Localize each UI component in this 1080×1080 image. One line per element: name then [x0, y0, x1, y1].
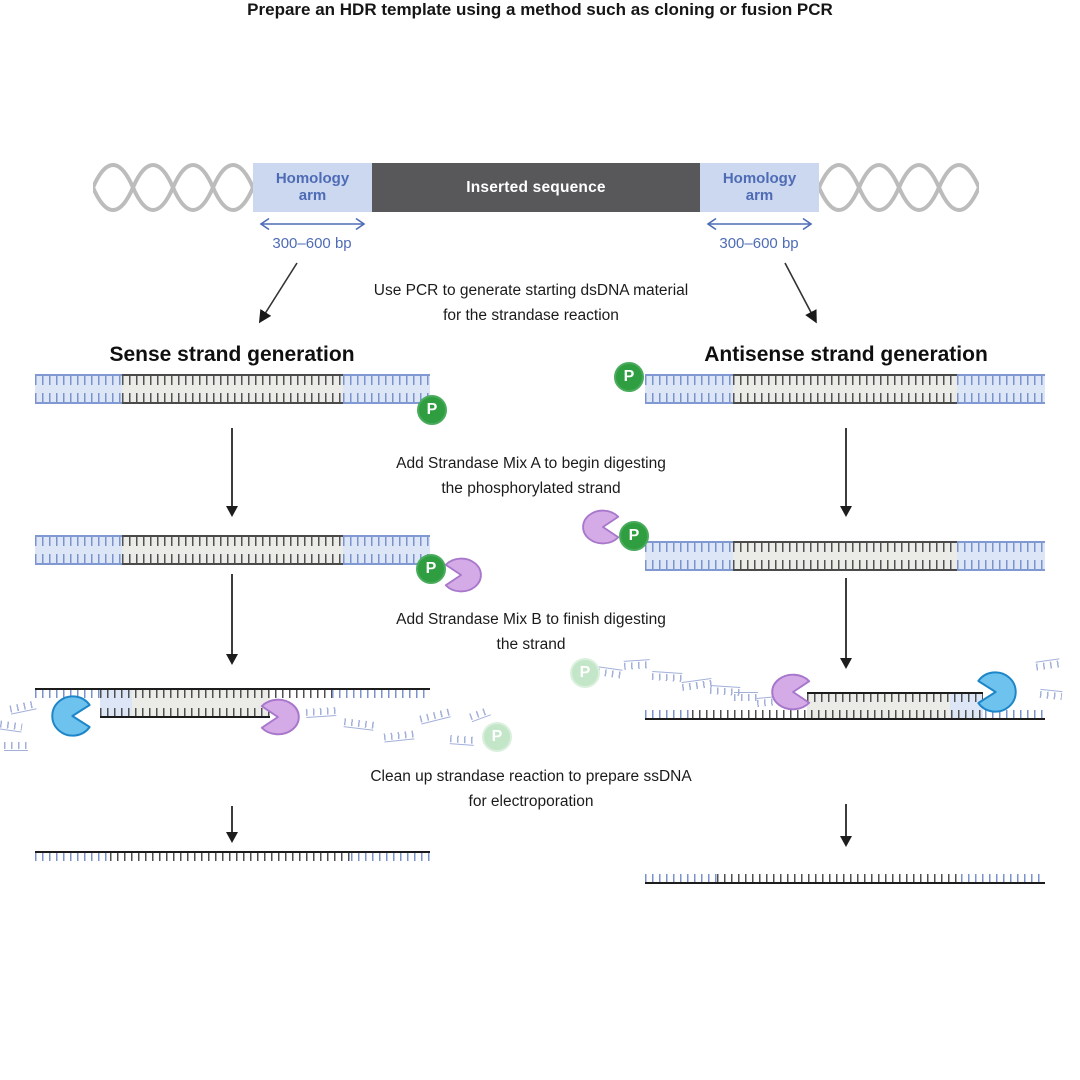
homology-arm-left-label: Homology arm	[275, 169, 350, 204]
insert-segment	[733, 374, 957, 404]
down-arrow	[845, 428, 847, 508]
antisense-ssdna-product	[645, 872, 1045, 884]
digested-fragment	[4, 742, 28, 751]
strandase-a-enzyme-icon	[582, 509, 620, 545]
bp-range-arrow-left-icon	[259, 217, 366, 231]
down-arrow	[845, 804, 847, 838]
digested-fragment	[1039, 688, 1063, 701]
cleanup-step-text: Clean up strandase reaction to prepare s…	[370, 768, 692, 810]
digested-fragment	[0, 720, 23, 733]
sense-top-strand	[35, 688, 100, 700]
bp-range-arrow-right-icon	[706, 217, 813, 231]
homology-arm-left-box: Homology arm	[253, 163, 372, 212]
antisense-bottom-strand	[692, 708, 985, 720]
digested-fragment	[343, 718, 375, 731]
insert-segment	[121, 535, 344, 565]
homology-arm-right-label: Homology arm	[722, 169, 797, 204]
digested-fragment	[449, 735, 475, 746]
strandase-mix-b-text: Add Strandase Mix B to finish digesting …	[396, 611, 666, 653]
homology-arm-segment	[645, 872, 717, 884]
phosphate-badge: P	[614, 362, 644, 392]
digested-fragment	[383, 730, 415, 743]
homology-arm-segment	[957, 541, 1045, 571]
homology-arm-segment	[645, 374, 733, 404]
digested-fragment	[419, 708, 451, 725]
antisense-bottom-strand	[645, 708, 692, 720]
digested-fragment	[469, 706, 491, 723]
digested-fragment	[597, 666, 623, 679]
strandase-a-enzyme-icon	[444, 557, 482, 593]
bp-range-left-label: 300–600 bp	[272, 235, 352, 252]
down-arrow	[231, 428, 233, 508]
digested-fragment	[734, 692, 758, 701]
phosphate-badge-faded: P	[482, 722, 512, 752]
antisense-dsdna-mix-a	[645, 541, 1045, 571]
digested-fragment	[623, 659, 651, 670]
down-arrow	[231, 574, 233, 656]
insert-segment	[733, 541, 957, 571]
antisense-top-strand-remnant	[807, 692, 983, 704]
bp-range-right-label: 300–600 bp	[719, 235, 799, 252]
strandase-mix-a-text: Add Strandase Mix A to begin digesting t…	[396, 455, 666, 497]
homology-arm-segment	[350, 851, 430, 863]
antisense-dsdna-initial	[645, 374, 1045, 404]
dna-helix-right-icon	[819, 163, 979, 212]
homology-arm-segment	[961, 872, 1045, 884]
homology-arm-segment	[645, 541, 733, 571]
strandase-a-enzyme-icon	[771, 673, 811, 711]
antisense-section-title: Antisense strand generation	[704, 343, 988, 366]
homology-arm-segment	[343, 535, 430, 565]
strandase-b-enzyme-icon	[977, 671, 1017, 713]
homology-arm-segment	[343, 374, 430, 404]
strandase-b-enzyme-icon	[51, 695, 91, 737]
digested-fragment	[9, 700, 37, 715]
sense-dsdna-initial	[35, 374, 430, 404]
inserted-sequence-box: Inserted sequence	[372, 163, 700, 212]
phosphate-badge-faded: P	[570, 658, 600, 688]
digested-fragment	[681, 677, 713, 692]
homology-arm-segment	[35, 374, 122, 404]
homology-arm-right-box: Homology arm	[700, 163, 819, 212]
sense-bottom-strand-remnant	[100, 706, 270, 718]
phosphate-badge: P	[417, 395, 447, 425]
sense-top-strand	[100, 688, 332, 700]
digested-fragment	[1035, 658, 1061, 671]
phosphate-badge: P	[416, 554, 446, 584]
insert-segment	[717, 872, 961, 884]
sense-top-strand	[332, 688, 430, 700]
diagram-title: Prepare an HDR template using a method s…	[247, 0, 833, 19]
homology-arm-segment	[35, 535, 122, 565]
down-arrow	[231, 806, 233, 834]
dna-helix-left-icon	[93, 163, 253, 212]
homology-arm-segment	[35, 851, 111, 863]
digested-fragment	[305, 706, 337, 719]
phosphate-badge: P	[619, 521, 649, 551]
pcr-step-text: Use PCR to generate starting dsDNA mater…	[373, 282, 689, 324]
down-arrow	[845, 578, 847, 660]
insert-segment	[121, 374, 344, 404]
sense-section-title: Sense strand generation	[109, 343, 355, 366]
sense-dsdna-mix-a	[35, 535, 430, 565]
sense-ssdna-product	[35, 851, 430, 863]
split-arrows-icon	[258, 262, 817, 324]
homology-arm-segment	[957, 374, 1045, 404]
inserted-sequence-label: Inserted sequence	[466, 178, 606, 196]
insert-segment	[110, 851, 351, 863]
strandase-a-enzyme-icon	[260, 698, 300, 736]
digested-fragment	[651, 670, 683, 683]
